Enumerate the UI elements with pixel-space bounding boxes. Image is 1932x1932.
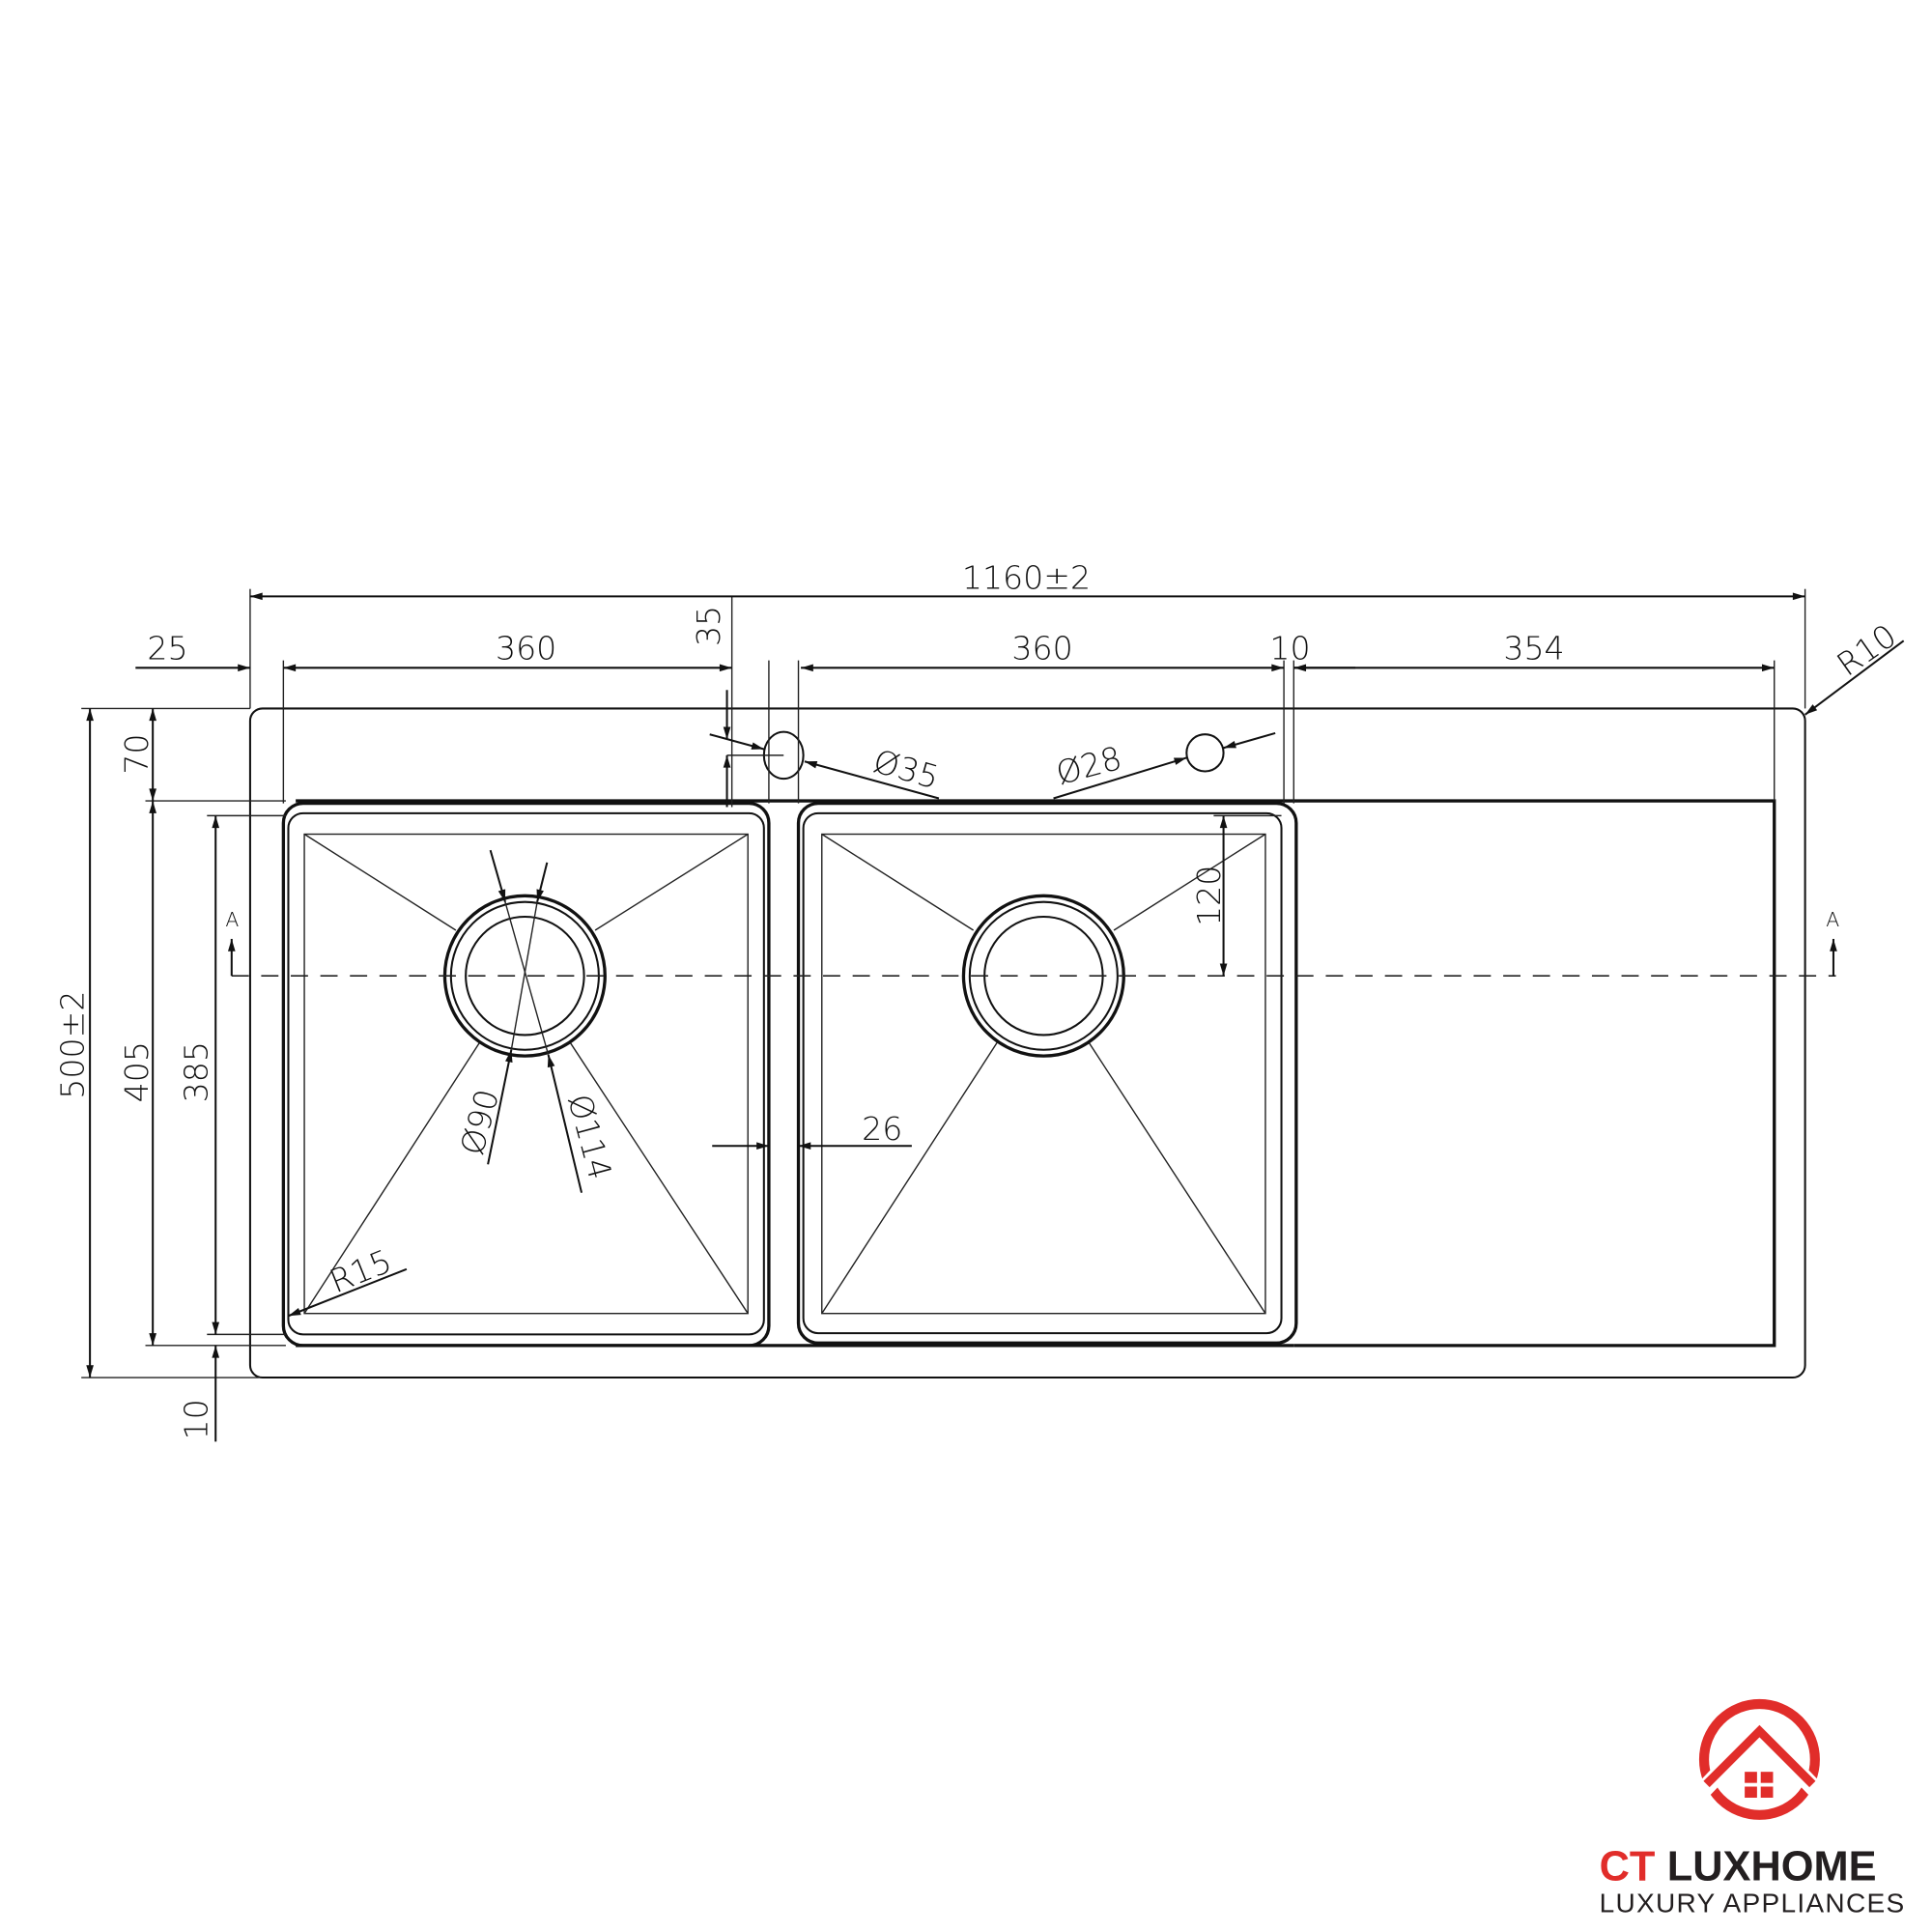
dim-left-bowl-width: 360 [496,629,556,667]
dim-front-margin: 10 [177,1399,214,1439]
dim-right-bowl-width: 360 [1011,629,1072,667]
drainboard [1293,799,1776,1348]
logo-tagline: LUXURY APPLIANCES [1600,1889,1906,1918]
dim-bowl-inner-depth: 385 [177,1041,214,1102]
dim-divider: 26 [862,1110,902,1148]
dim-gap: 10 [1269,629,1310,667]
logo-brand-ct: CT [1600,1843,1656,1889]
dim-overall-width: 500±2 [54,991,92,1099]
dim-bowl-radius: R15 [325,1242,397,1301]
dim-tap-hole: Ø35 [869,742,943,796]
dim-drain-inner: Ø90 [453,1086,506,1159]
section-mark-right: A [1826,908,1839,931]
dim-overall-length: 1160±2 [962,559,1091,597]
dim-back-deck: 70 [118,734,156,775]
section-mark-left: A [225,908,239,931]
logo-brand-luxhome: LUXHOME [1667,1843,1877,1889]
dim-bowl-outer-depth: 405 [118,1041,156,1102]
left-bowl [281,801,771,1348]
dim-drain-offset: 120 [1190,866,1228,926]
ctluxhome-logo: CT LUXHOME LUXURY APPLIANCES [1600,1698,1906,1918]
dim-drainboard: 354 [1503,629,1564,667]
sink-outline [248,707,1806,1379]
dim-left-margin: 25 [147,629,187,667]
dim-corner-radius: R10 [1830,616,1903,683]
dim-tap-offset: 35 [690,606,727,646]
accessory-hole-icon [1185,733,1225,773]
dim-accessory-hole: Ø28 [1052,739,1125,792]
